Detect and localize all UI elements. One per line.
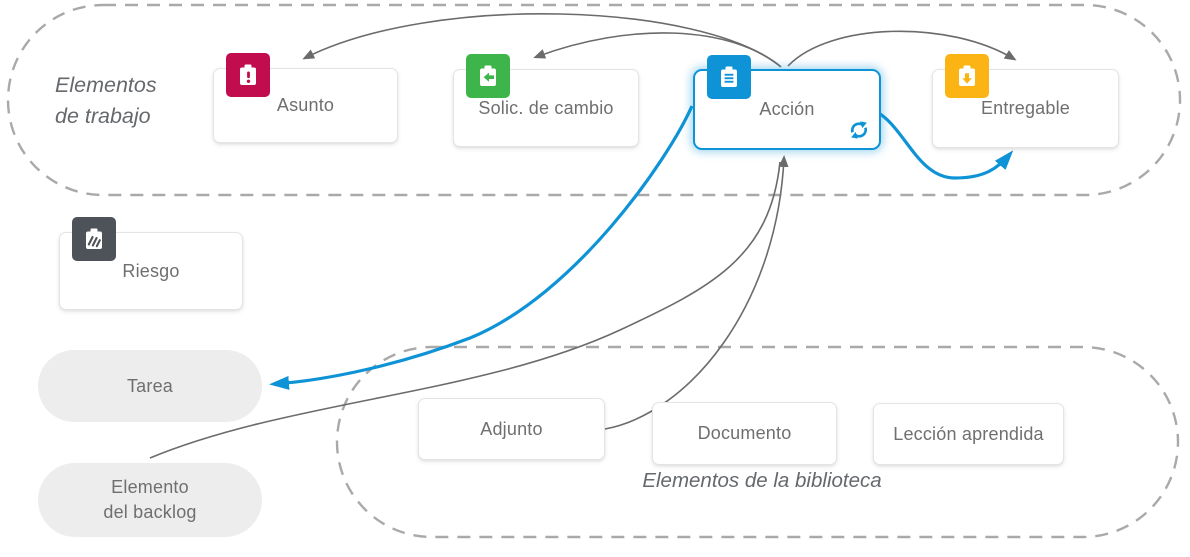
node-label: Documento [697,423,792,443]
node-asunto[interactable]: Asunto [213,53,398,143]
node-label: Solic. de cambio [478,97,614,118]
work-items-group-label: Elementos de trabajo [55,73,157,128]
edge-accion-entregable [787,30,1017,67]
library-group-label: Elementos de la biblioteca [642,469,882,492]
node-label: Asunto [276,95,335,115]
node-label-line2: del backlog [103,502,197,522]
clipboard-exclamation-icon [226,53,270,97]
node-label: Acción [759,99,815,119]
sync-icon [848,119,870,141]
node-label-line1: Elemento [111,477,189,497]
node-solic-de-cambio[interactable]: Solic. de cambio [453,54,639,147]
clipboard-list-icon [707,55,751,99]
edge-accion-tarea [269,105,694,390]
clipboard-arrow-down-icon [945,54,989,98]
edge-adjunto-accion [604,155,789,430]
clipboard-arrow-left-icon [466,54,510,98]
node-label: Tarea [126,375,174,396]
node-elemento-del-backlog[interactable]: Elemento del backlog [38,463,262,537]
node-tarea[interactable]: Tarea [38,350,262,422]
node-accion[interactable]: Acción [693,55,881,150]
edge-accion-entregable-blue [876,110,1014,180]
node-label: Riesgo [122,260,180,281]
node-adjunto[interactable]: Adjunto [418,398,605,460]
node-leccion-aprendida[interactable]: Lección aprendida [873,403,1064,465]
node-label: Entregable [980,98,1071,118]
node-entregable[interactable]: Entregable [932,54,1119,148]
node-label: Adjunto [480,418,543,439]
clipboard-hatch-icon [72,217,116,261]
node-label: Lección aprendida [893,423,1044,444]
node-riesgo[interactable]: Riesgo [59,217,243,310]
work-items-group-outline [6,3,1182,197]
edge-accion-solic-de-cambio [533,32,782,68]
node-documento[interactable]: Documento [652,402,837,465]
library-group-outline [335,345,1180,539]
edge-elemento-del-backlog-accion [149,161,781,459]
